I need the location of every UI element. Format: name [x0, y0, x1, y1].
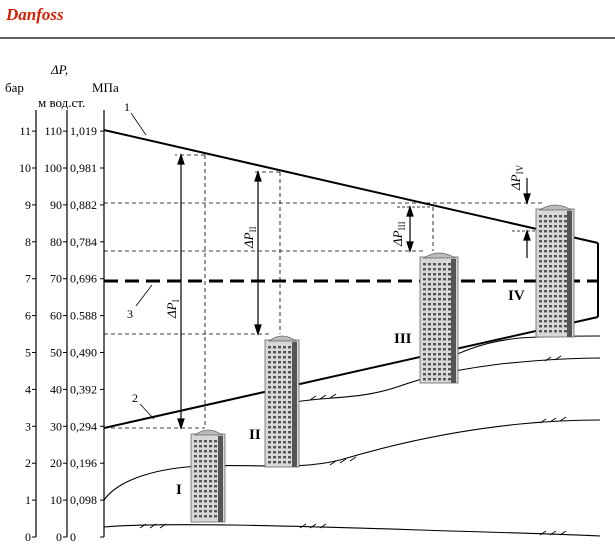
water-axis-tick-label: 20: [50, 456, 62, 470]
water-axis-tick-label: 100: [44, 161, 62, 175]
mpa-axis-tick-label: 0,981: [70, 161, 97, 175]
water-axis-tick-label: 70: [50, 272, 62, 286]
water-axis-tick-label: 60: [50, 309, 62, 323]
building-I: [190, 429, 226, 523]
bar-axis-tick-label: 0: [25, 530, 31, 544]
label-dp-III: ΔPIII: [390, 221, 407, 247]
axis-title-bar: бар: [5, 80, 24, 95]
label-dp-II: ΔPII: [241, 226, 258, 249]
terrain-line-bottom: [103, 524, 601, 537]
building-IV: [535, 204, 575, 338]
mpa-axis-tick-label: 0,696: [70, 272, 97, 286]
bar-axis-tick-label: 9: [25, 198, 31, 212]
water-axis-tick-label: 90: [50, 198, 62, 212]
bar-axis-tick-label: 7: [25, 272, 31, 286]
mpa-axis-tick-label: 0,784: [70, 235, 97, 249]
axis-title-dp: ΔP,: [50, 62, 68, 77]
label-line-3: 3: [127, 307, 133, 321]
building-label-II: II: [249, 427, 261, 443]
leader-1: [130, 112, 147, 136]
mpa-axis-tick-label: 0,196: [70, 456, 97, 470]
water-axis-tick-label: 50: [50, 346, 62, 360]
mpa-axis-tick-label: 0: [70, 530, 76, 544]
bar-axis-tick-label: 10: [19, 161, 31, 175]
label-line-2: 2: [132, 391, 138, 405]
building-label-IV: IV: [508, 288, 525, 304]
label-dp-I: ΔPI: [164, 299, 181, 319]
label-line-1: 1: [124, 100, 130, 114]
building-III: [419, 252, 459, 384]
bar-axis-tick-label: 4: [25, 382, 31, 396]
line-2-return: [103, 316, 599, 429]
bar-axis-tick-label: 2: [25, 456, 31, 470]
terrain-line-2: [103, 419, 601, 501]
leader-2: [139, 403, 155, 420]
line-1-supply: [103, 129, 599, 244]
mpa-axis-tick-label: 0,490: [70, 346, 97, 360]
mpa-axis-tick-label: 0,882: [70, 198, 97, 212]
water-axis-tick-label: 10: [50, 493, 62, 507]
water-axis-tick-label: 80: [50, 235, 62, 249]
mpa-axis-tick-label: 0,294: [70, 419, 97, 433]
brand-logo: Danfoss: [5, 5, 64, 24]
water-axis-tick-label: 110: [44, 124, 62, 138]
guide-lines: [104, 154, 545, 429]
ground-hatches: [139, 355, 567, 536]
axis-title-mpa: МПа: [92, 80, 119, 95]
water-axis-tick-label: 40: [50, 382, 62, 396]
mpa-axis-tick-label: 0,098: [70, 493, 97, 507]
bar-axis-tick-label: 5: [25, 346, 31, 360]
label-dp-IV: ΔPIV: [508, 164, 525, 191]
bar-axis-tick-label: 8: [25, 235, 31, 249]
water-axis-ticks: 0 10 20 30 40 50 60 70 80 90 100 110: [44, 124, 67, 544]
buildings: [190, 204, 575, 523]
bar-axis-ticks: 0 1 2 3 4 5 6 7 8 9 10 11: [19, 124, 36, 544]
building-label-I: I: [176, 482, 182, 498]
leader-3: [135, 284, 153, 307]
axis-title-water: м вод.ст.: [38, 95, 85, 110]
building-label-III: III: [394, 331, 412, 347]
bar-axis-tick-label: 3: [25, 419, 31, 433]
building-II: [264, 335, 300, 468]
mpa-axis-tick-label: 1,019: [70, 124, 97, 138]
bar-axis-tick-label: 1: [25, 493, 31, 507]
mpa-axis-ticks: 0 0,098 0,196 0,294 0,392 0,490 0.588 0,696 0,78…: [70, 124, 104, 544]
mpa-axis-tick-label: 0.588: [70, 309, 97, 323]
water-axis-tick-label: 0: [56, 530, 62, 544]
water-axis-tick-label: 30: [50, 419, 62, 433]
mpa-axis-tick-label: 0,392: [70, 382, 97, 396]
bar-axis-tick-label: 6: [25, 309, 31, 323]
bar-axis-tick-label: 11: [19, 124, 31, 138]
delta-arrows: [177, 153, 545, 430]
